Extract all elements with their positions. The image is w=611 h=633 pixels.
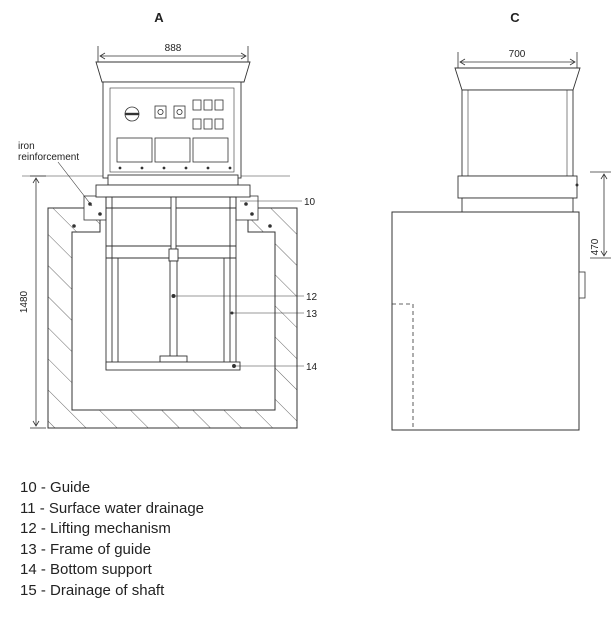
- dimension-height-a-label: 1480: [19, 290, 30, 313]
- legend-item-number: 14: [20, 561, 50, 578]
- lifting-mechanism: [159, 196, 188, 363]
- legend-item-label: Lifting mechanism: [50, 520, 171, 537]
- cabinet-a: [95, 61, 251, 198]
- legend-item-label: Drainage of shaft: [50, 581, 165, 599]
- view-a-title: A: [154, 10, 164, 25]
- legend-item-label: Frame of guide: [50, 540, 151, 558]
- dimension-height-a: [30, 175, 46, 429]
- legend-item-number: 12: [20, 520, 50, 537]
- iron-reinforcement-leader: [57, 161, 93, 207]
- legend-item: 11Surface water drainage: [20, 499, 204, 520]
- legend-item-label: Surface water drainage: [48, 499, 205, 517]
- dimension-height-c-label: 470: [590, 238, 601, 255]
- legend-item-number: 15: [20, 582, 50, 599]
- view-c-title: C: [510, 10, 520, 25]
- shaft-section-c: [391, 211, 586, 431]
- callout-12: 12: [306, 292, 318, 303]
- legend-item: 12Lifting mechanism: [20, 519, 204, 540]
- legend-item: 10Guide: [20, 478, 204, 499]
- legend-item: 15Drainage of shaft: [20, 581, 204, 602]
- technical-drawing: A 888 iron reinforcement: [18, 10, 611, 431]
- bottom-support: [105, 361, 241, 371]
- cabinet-controls: [116, 99, 232, 170]
- callout-10: 10: [304, 197, 316, 208]
- cabinet-c: [454, 67, 581, 213]
- legend-item-number: 13: [20, 541, 50, 558]
- legend-item: 14Bottom support: [20, 560, 204, 581]
- dimension-width-a-label: 888: [165, 43, 182, 54]
- legend-item-label: Bottom support: [50, 561, 152, 578]
- callout-leaders: [175, 200, 304, 367]
- dimension-height-c: [590, 171, 611, 259]
- dimension-width-a: [97, 46, 249, 62]
- legend-list: 10Guide 11Surface water drainage 12Lifti…: [20, 478, 204, 601]
- dimension-width-c: [457, 52, 578, 68]
- callout-13: 13: [306, 309, 318, 320]
- legend-item-label: Guide: [50, 479, 91, 496]
- legend-item-number: 11: [20, 500, 49, 517]
- callout-14: 14: [306, 362, 318, 373]
- legend-item-number: 10: [20, 479, 50, 496]
- iron-reinforcement-label-line1: iron: [18, 141, 35, 152]
- legend-item: 13Frame of guide: [20, 540, 204, 561]
- iron-reinforcement-label-line2: reinforcement: [18, 152, 79, 163]
- dimension-width-c-label: 700: [509, 49, 526, 60]
